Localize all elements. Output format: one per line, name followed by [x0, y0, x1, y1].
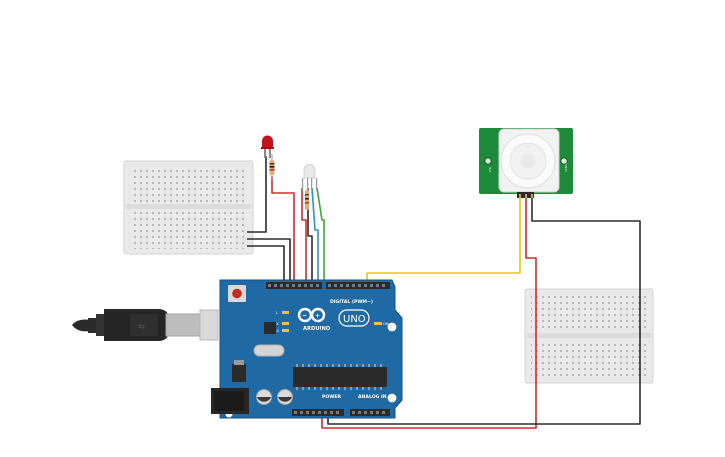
svg-text:PIR: PIR [488, 167, 492, 172]
resistor-2[interactable] [305, 190, 309, 210]
wire-pir-vcc [321, 198, 537, 429]
wire-breadboard-gnd-2 [247, 245, 285, 286]
wire-breadboard-gnd [247, 238, 291, 286]
power-header-label: POWER [322, 394, 341, 400]
arduino-uno-board[interactable]: DIGITAL (PWM~) L TX RX ON − + ARDUINO UN… [211, 279, 403, 419]
analog-in-label: ANALOG IN [358, 394, 387, 400]
rx-led-label: RX [274, 329, 279, 333]
svg-text:+: + [315, 313, 320, 320]
resistor-1[interactable] [269, 154, 275, 180]
arduino-brand: ARDUINO [303, 326, 331, 332]
wire-rgb-red [301, 188, 307, 286]
reset-button [232, 288, 242, 299]
on-led-label: ON [383, 322, 389, 326]
svg-text:−: − [302, 313, 307, 320]
wire-led-resistor [271, 176, 295, 286]
wire-rgb-green [316, 187, 325, 286]
usb-cable[interactable]: ⇋ [72, 309, 219, 341]
red-led[interactable] [261, 135, 274, 159]
pir-sensor[interactable]: PIR SENSOR [479, 128, 573, 198]
uno-model-label: UNO [343, 314, 366, 325]
wire-pir-signal [366, 198, 521, 286]
right-breadboard[interactable] [524, 288, 654, 384]
digital-pwm-label: DIGITAL (PWM~) [330, 299, 373, 305]
arduino-infinity-logo [297, 307, 326, 323]
left-breadboard[interactable] [123, 160, 254, 255]
tx-led-label: TX [273, 322, 279, 326]
wire-rgb-black [307, 188, 313, 286]
wire-led-gnd [247, 156, 267, 233]
l-led-label: L [276, 311, 278, 315]
svg-text:⇋: ⇋ [138, 322, 145, 331]
svg-text:SENSOR: SENSOR [564, 160, 568, 172]
wire-pir-gnd [327, 198, 641, 425]
rgb-led[interactable] [302, 164, 318, 191]
wire-rgb-blue [311, 187, 319, 286]
